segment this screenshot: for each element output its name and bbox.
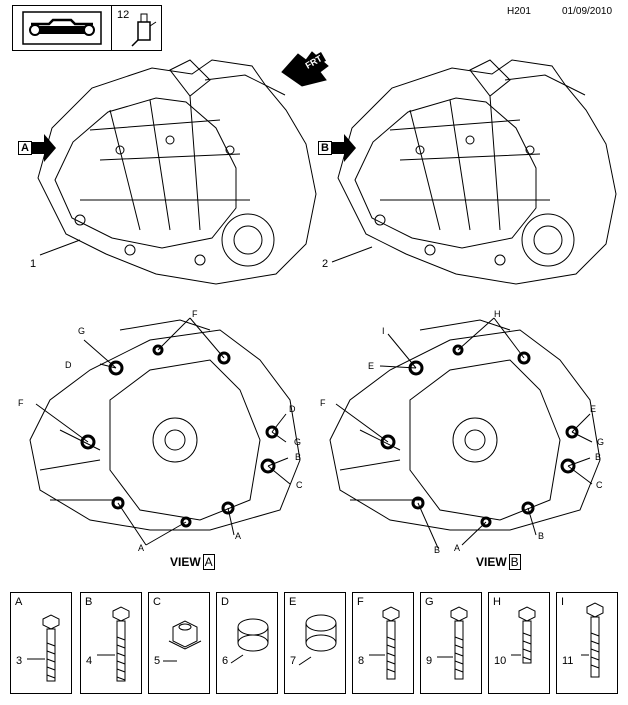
part-number: 4 [86,655,93,667]
bolt-icon [97,606,130,682]
gearbox-top-right-drawing [331,59,617,285]
part-letter: C [153,596,161,608]
view-a-arrow-icon [32,134,56,162]
part-box-h: H 10 [488,592,550,694]
callout-1: 1 [30,258,37,270]
bolt-icon [369,606,400,680]
view-a-callout-a-right: A [235,531,242,541]
view-b-callout-b-bottom: B [434,545,441,555]
view-b-arrow-icon [332,134,356,162]
view-b-arrow-label: B [318,141,332,155]
view-b-callout-g-right: G [597,437,605,447]
part-box-i: I 11 [556,592,618,694]
view-b-callout-e-left: E [368,361,375,371]
plug-icon [230,618,269,664]
view-b-callout-b-right: B [595,452,602,462]
wrench-book-icon [21,10,103,46]
part-letter: I [561,596,565,608]
view-b-callout-f-left: F [320,398,326,408]
view-a-callout-d-left: D [65,360,72,370]
part-number: 9 [426,655,433,667]
part-box-c: C 5 [148,592,210,694]
part-box-e: E 7 [284,592,346,694]
part-letter: B [85,596,93,608]
view-b-callout-a-bottom: A [454,543,461,553]
view-b-callout-i: I [382,326,385,336]
part-letter: G [425,596,434,608]
part-number: 7 [290,655,297,667]
header-divider [111,6,112,50]
view-b-callout-h: H [494,309,501,319]
gearbox-oil-icon [129,12,159,48]
part-box-d: D 6 [216,592,278,694]
nut-icon [163,620,202,662]
part-letter: A [15,596,23,608]
revision-date: 01/09/2010 [562,6,613,17]
view-a-arrow-label: A [18,141,32,155]
part-number: 3 [16,655,23,667]
view-a-callout-f-top: F [192,309,198,319]
plug-icon [298,614,337,666]
part-letter: H [493,596,501,608]
part-box-f: F 8 [352,592,414,694]
bolt-icon [437,606,468,680]
view-b-letter: B [508,554,521,570]
bolt-icon [581,602,604,678]
header-code: 12 [117,9,130,21]
part-number: 11 [562,655,574,667]
view-a-housing-drawing [29,317,301,546]
part-box-a: A 3 [10,592,72,694]
part-letter: D [221,596,229,608]
page-reference: H201 [507,6,531,17]
view-a-callout-f-left: F [18,398,24,408]
callout-2: 2 [322,258,329,270]
bolt-icon [27,614,60,682]
part-number: 8 [358,655,365,667]
view-b-callout-c-right: C [596,480,603,490]
view-a-callout-a-bottom: A [138,543,145,553]
view-a-callout-c-right: C [296,480,303,490]
view-a-callout-g-right: G [294,437,302,447]
part-letter: E [289,596,297,608]
view-b-housing-drawing [329,317,601,549]
bolt-icon [511,606,536,664]
part-box-g: G 9 [420,592,482,694]
view-a-callout-g: G [78,326,86,336]
view-b-callout-b-bottom2: B [538,531,545,541]
view-a-label: VIEW [170,555,201,569]
gearbox-top-left-drawing [37,59,317,285]
part-number: 6 [222,655,229,667]
header-box: 12 [12,5,162,51]
view-a-letter: A [202,554,215,570]
view-b-label: VIEW [476,555,507,569]
part-letter: F [357,596,364,608]
part-number: 10 [494,655,507,667]
part-number: 5 [154,655,161,667]
view-a-callout-b-right: B [295,452,302,462]
view-b-callout-e-right: E [590,404,597,414]
view-a-callout-d-right: D [289,404,296,414]
part-box-b: B 4 [80,592,142,694]
